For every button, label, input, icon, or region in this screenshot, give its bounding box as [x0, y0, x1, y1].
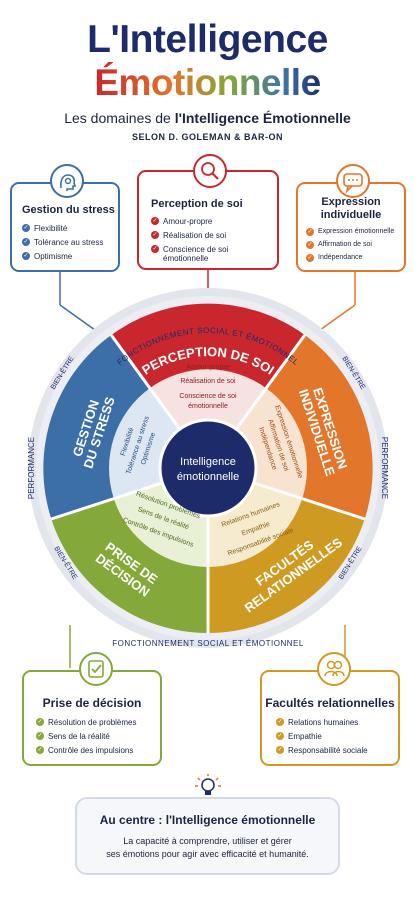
center-label-2: émotionnelle — [177, 471, 239, 483]
connector-expression-2 — [319, 304, 356, 331]
center-note: Au centre : l'Intelligence émotionnelle … — [75, 797, 340, 875]
item-text: Optimisme — [34, 252, 73, 261]
item-text: Expression émotionnelle — [318, 228, 395, 235]
perception-item: Réalisation de soi — [180, 378, 236, 385]
list-item: ✓ Empathie — [276, 732, 398, 741]
list-item: ✓ Optimisme — [22, 252, 118, 261]
item-text: Conscience de soi émotionnelle — [163, 245, 229, 263]
bullet-icon: ✓ — [276, 732, 284, 740]
item-text: Réalisation de soi — [163, 231, 227, 240]
magnifier-person-icon — [193, 154, 227, 188]
title-line1: L'Intelligence — [87, 18, 328, 61]
center-note-body: La capacité à comprendre, utiliser et gé… — [77, 835, 338, 861]
connector-stress-2 — [59, 304, 96, 331]
list-item: ✓ Affirmation de soi — [306, 241, 404, 249]
bullet-icon: ✓ — [276, 746, 284, 754]
item-text: Résolution de problèmes — [48, 718, 137, 727]
ring-left-text: PERFORMANCE — [27, 437, 36, 499]
bullet-icon: ✓ — [22, 238, 30, 246]
people-icon — [317, 652, 351, 686]
card-expression-title: Expression individuelle — [320, 196, 382, 221]
checklist-icon — [79, 652, 113, 686]
subtitle-authors: SELON D. GOLEMAN & BAR-ON — [132, 132, 283, 142]
bullet-icon: ✓ — [36, 746, 44, 754]
bullet-icon: ✓ — [151, 231, 159, 239]
bullet-icon: ✓ — [151, 217, 159, 225]
bullet-icon: ✓ — [36, 732, 44, 740]
card-expression: Expression individuelle ✓ Expression émot… — [296, 164, 406, 272]
list-item: ✓ Amour-propre — [151, 217, 269, 226]
title-line2-text: Émotionnelle — [94, 62, 321, 103]
list-item: ✓ Responsabilité sociale — [276, 746, 398, 755]
card-stress-title: Gestion du stress — [22, 204, 115, 216]
bullet-icon: ✓ — [306, 254, 314, 262]
subtitle: Les domaines de l'Intelligence Émotionne… — [0, 110, 415, 126]
center-label-1: Intelligence — [180, 456, 236, 468]
item-text: Empathie — [288, 732, 322, 741]
list-item: ✓ Expression émotionnelle — [306, 228, 404, 236]
item-text: Amour-propre — [163, 217, 213, 226]
subtitle-bold: l'Intelligence Émotionnelle — [174, 110, 351, 126]
perception-item: Amour-propre — [186, 364, 229, 371]
bullet-icon: ✓ — [276, 718, 284, 726]
list-item: ✓ Résolution de problèmes — [36, 718, 160, 727]
list-item: ✓ Indépendance — [306, 254, 404, 262]
bullet-icon: ✓ — [151, 245, 159, 253]
card-relations: Facultés relationnelles ✓ Relations humai… — [260, 652, 400, 766]
card-perception: Perception de soi ✓ Amour-propre ✓ Réalisa… — [137, 154, 279, 270]
item-text: Flexibilité — [34, 224, 68, 233]
card-relations-title: Facultés relationnelles — [265, 696, 395, 710]
list-item: ✓ Réalisation de soi — [151, 231, 269, 240]
speech-bubble-icon — [336, 164, 370, 198]
center-note-line2: ses émotions pour agir avec efficacité e… — [106, 849, 309, 859]
item-text: Responsabilité sociale — [288, 746, 368, 755]
bullet-icon: ✓ — [22, 224, 30, 232]
subtitle-prefix: Les domaines de — [64, 110, 175, 126]
bullet-icon: ✓ — [306, 241, 314, 249]
list-item: ✓ Sens de la réalité — [36, 732, 160, 741]
list-item: ✓ Tolérance au stress — [22, 238, 118, 247]
head-gear-icon — [50, 164, 84, 198]
item-text: Indépendance — [318, 254, 363, 261]
ring-bottom-text: FONCTIONNEMENT SOCIAL ET ÉMOTIONNEL — [112, 639, 304, 648]
card-stress: Gestion du stress ✓ Flexibilité ✓ Toléranc… — [10, 164, 120, 272]
card-decision: Prise de décision ✓ Résolution de problèm… — [22, 652, 162, 766]
bullet-icon: ✓ — [306, 228, 314, 236]
center-note-line1: La capacité à comprendre, utiliser et gé… — [123, 836, 292, 846]
perception-item: Conscience de soi — [179, 393, 237, 400]
list-item: ✓ Conscience de soi émotionnelle — [151, 245, 269, 263]
bullet-icon: ✓ — [36, 718, 44, 726]
item-text: Contrôle des impulsions — [48, 746, 134, 755]
center-circle — [158, 418, 258, 518]
list-item: ✓ Flexibilité — [22, 224, 118, 233]
domains-wheel: Intelligence émotionnelle FONCTIONNEMENT… — [27, 288, 389, 648]
item-text: Tolérance au stress — [34, 238, 104, 247]
item-text: Sens de la réalité — [48, 732, 110, 741]
list-item: ✓ Relations humaines — [276, 718, 398, 727]
item-text: Affirmation de soi — [318, 241, 372, 248]
card-perception-title: Perception de soi — [151, 198, 243, 210]
title-line2: Émotionnelle — [0, 62, 415, 104]
lightbulb-icon — [195, 774, 221, 795]
center-note-heading: Au centre : l'Intelligence émotionnelle — [99, 813, 316, 827]
list-item: ✓ Contrôle des impulsions — [36, 746, 160, 755]
perception-items: Amour-propre Réalisation de soi Conscien… — [179, 364, 237, 410]
ring-right-text: PERFORMANCE — [380, 437, 389, 499]
perception-item: émotionnelle — [188, 403, 228, 410]
bullet-icon: ✓ — [22, 252, 30, 260]
item-text: Relations humaines — [288, 718, 359, 727]
card-decision-title: Prise de décision — [42, 696, 142, 710]
